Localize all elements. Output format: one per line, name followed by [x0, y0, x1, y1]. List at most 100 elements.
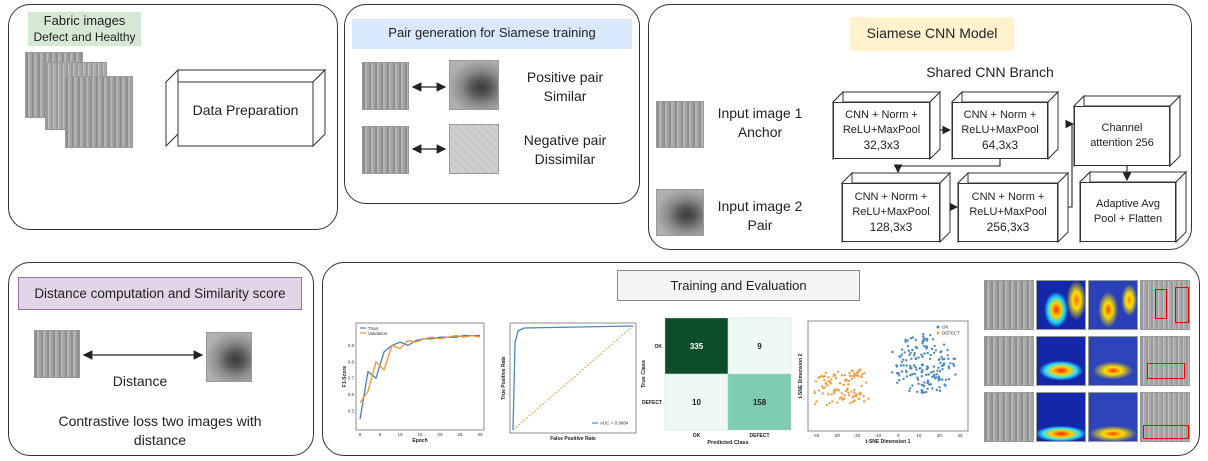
- cnn-block-4-line2: ReLU+MaxPool: [969, 206, 1047, 218]
- gradcam-boxes-3: [1140, 392, 1190, 442]
- tsne-point-ok: [947, 357, 950, 361]
- tsne-point-ok: [912, 354, 916, 357]
- tsne-point-ok: [897, 374, 901, 377]
- tsne-point-defect: [830, 378, 833, 381]
- tsne-point-defect: [824, 382, 828, 386]
- tsne-point-ok: [906, 339, 909, 342]
- tsne-point-ok: [900, 353, 904, 356]
- f1-xtick: 5: [379, 432, 382, 437]
- tsne-point-ok: [911, 384, 914, 387]
- tsne-point-ok: [909, 374, 912, 377]
- tsne-point-defect: [836, 401, 839, 404]
- tsne-point-ok: [902, 364, 905, 367]
- shared-branch-label: Shared CNN Branch: [926, 64, 1054, 80]
- distance-label: Distance: [112, 373, 168, 389]
- gradcam-boxes-2: [1140, 336, 1190, 386]
- tsne-point-defect: [833, 391, 836, 395]
- tsne-point-ok: [891, 371, 894, 374]
- tsne-point-ok: [914, 345, 917, 349]
- input-2-pair-text: Pair: [747, 217, 773, 233]
- tsne-xtick: -30: [833, 433, 840, 438]
- fabric-images-title-line1: Fabric images: [43, 13, 126, 28]
- distance-image-1: [34, 330, 80, 378]
- tsne-point-ok: [891, 350, 894, 354]
- tsne-point-ok: [910, 367, 913, 370]
- tsne-point-ok: [941, 364, 944, 367]
- gradcam-original-1: [984, 280, 1034, 330]
- f1-legend-train: Train: [368, 326, 379, 331]
- tsne-point-ok: [929, 334, 932, 337]
- roc-legend: AUC = 0.9884: [600, 421, 629, 426]
- tsne-point-defect: [840, 374, 844, 377]
- tsne-point-ok: [926, 337, 929, 341]
- tsne-point-defect: [813, 392, 816, 395]
- tsne-point-ok: [907, 349, 910, 352]
- negative-pair-text: Negative pair: [523, 132, 607, 148]
- positive-anchor-image: [362, 62, 409, 110]
- tsne-point-ok: [936, 369, 939, 372]
- cnn-block-1-line3: 32,3x3: [863, 138, 900, 152]
- tsne-point-ok: [938, 389, 942, 392]
- tsne-point-ok: [900, 360, 903, 364]
- tsne-point-ok: [930, 347, 934, 351]
- tsne-point-ok: [908, 353, 911, 357]
- tsne-point-ok: [906, 344, 910, 348]
- tsne-ylabel: t-SNE Dimension 2: [798, 353, 804, 398]
- tsne-point-defect: [853, 391, 856, 394]
- positive-pair-text: Positive pair: [526, 69, 604, 85]
- tsne-point-ok: [925, 373, 928, 376]
- tsne-point-defect: [848, 371, 851, 375]
- tsne-point-defect: [829, 382, 832, 385]
- tsne-point-ok: [905, 364, 908, 367]
- tsne-point-defect: [842, 383, 845, 386]
- adaptive-pool-line2: Pool + Flatten: [1093, 213, 1163, 225]
- tsne-point-defect: [855, 374, 859, 377]
- tsne-point-ok: [923, 337, 926, 340]
- tsne-point-ok: [900, 348, 904, 351]
- tsne-point-ok: [952, 357, 955, 360]
- tsne-legend-ok-swatch: [936, 325, 940, 329]
- cm-cell: [664, 317, 729, 375]
- input-2-text: Input image 2: [717, 198, 803, 214]
- tsne-point-defect: [853, 376, 856, 379]
- tsne-point-defect: [843, 394, 846, 397]
- tsne-point-defect: [825, 403, 828, 407]
- tsne-point-ok: [938, 370, 942, 373]
- positive-similar-text: Similar: [543, 88, 587, 104]
- cm-value: 10: [692, 398, 701, 407]
- tsne-point-ok: [920, 375, 923, 378]
- tsne-point-ok: [929, 383, 933, 386]
- tsne-point-ok: [920, 353, 923, 356]
- tsne-point-defect: [815, 400, 818, 403]
- cm-value: 9: [757, 342, 762, 351]
- cnn-block-3-line1: CNN + Norm +: [854, 191, 928, 203]
- tsne-point-defect: [844, 378, 847, 381]
- tsne-point-defect: [836, 370, 840, 373]
- pair-generation-title: Pair generation for Siamese training: [352, 19, 632, 49]
- tsne-point-ok: [925, 390, 928, 394]
- tsne-legend-defect: DEFECT: [942, 331, 960, 336]
- tsne-point-ok: [935, 388, 938, 392]
- f1-legend-validation: Validation: [368, 331, 388, 336]
- tsne-point-defect: [862, 400, 866, 403]
- tsne-point-ok: [934, 349, 938, 352]
- tsne-point-defect: [826, 384, 829, 387]
- cm-cell: [727, 373, 792, 431]
- tsne-point-ok: [937, 376, 940, 379]
- f1-xtick: 10: [397, 432, 403, 437]
- tsne-point-ok: [933, 344, 936, 348]
- tsne-point-ok: [941, 358, 944, 361]
- tsne-point-ok: [909, 351, 912, 354]
- contrastive-loss-line1: Contrastive loss two images with: [58, 413, 262, 429]
- cm-col-label: OK: [693, 433, 701, 439]
- cm-value: 335: [690, 342, 704, 351]
- tsne-point-ok: [911, 348, 914, 352]
- siamese-model-title: Siamese CNN Model: [850, 17, 1014, 51]
- tsne-point-defect: [830, 393, 833, 396]
- distance-image-2: [206, 332, 252, 382]
- tsne-point-ok: [944, 378, 948, 381]
